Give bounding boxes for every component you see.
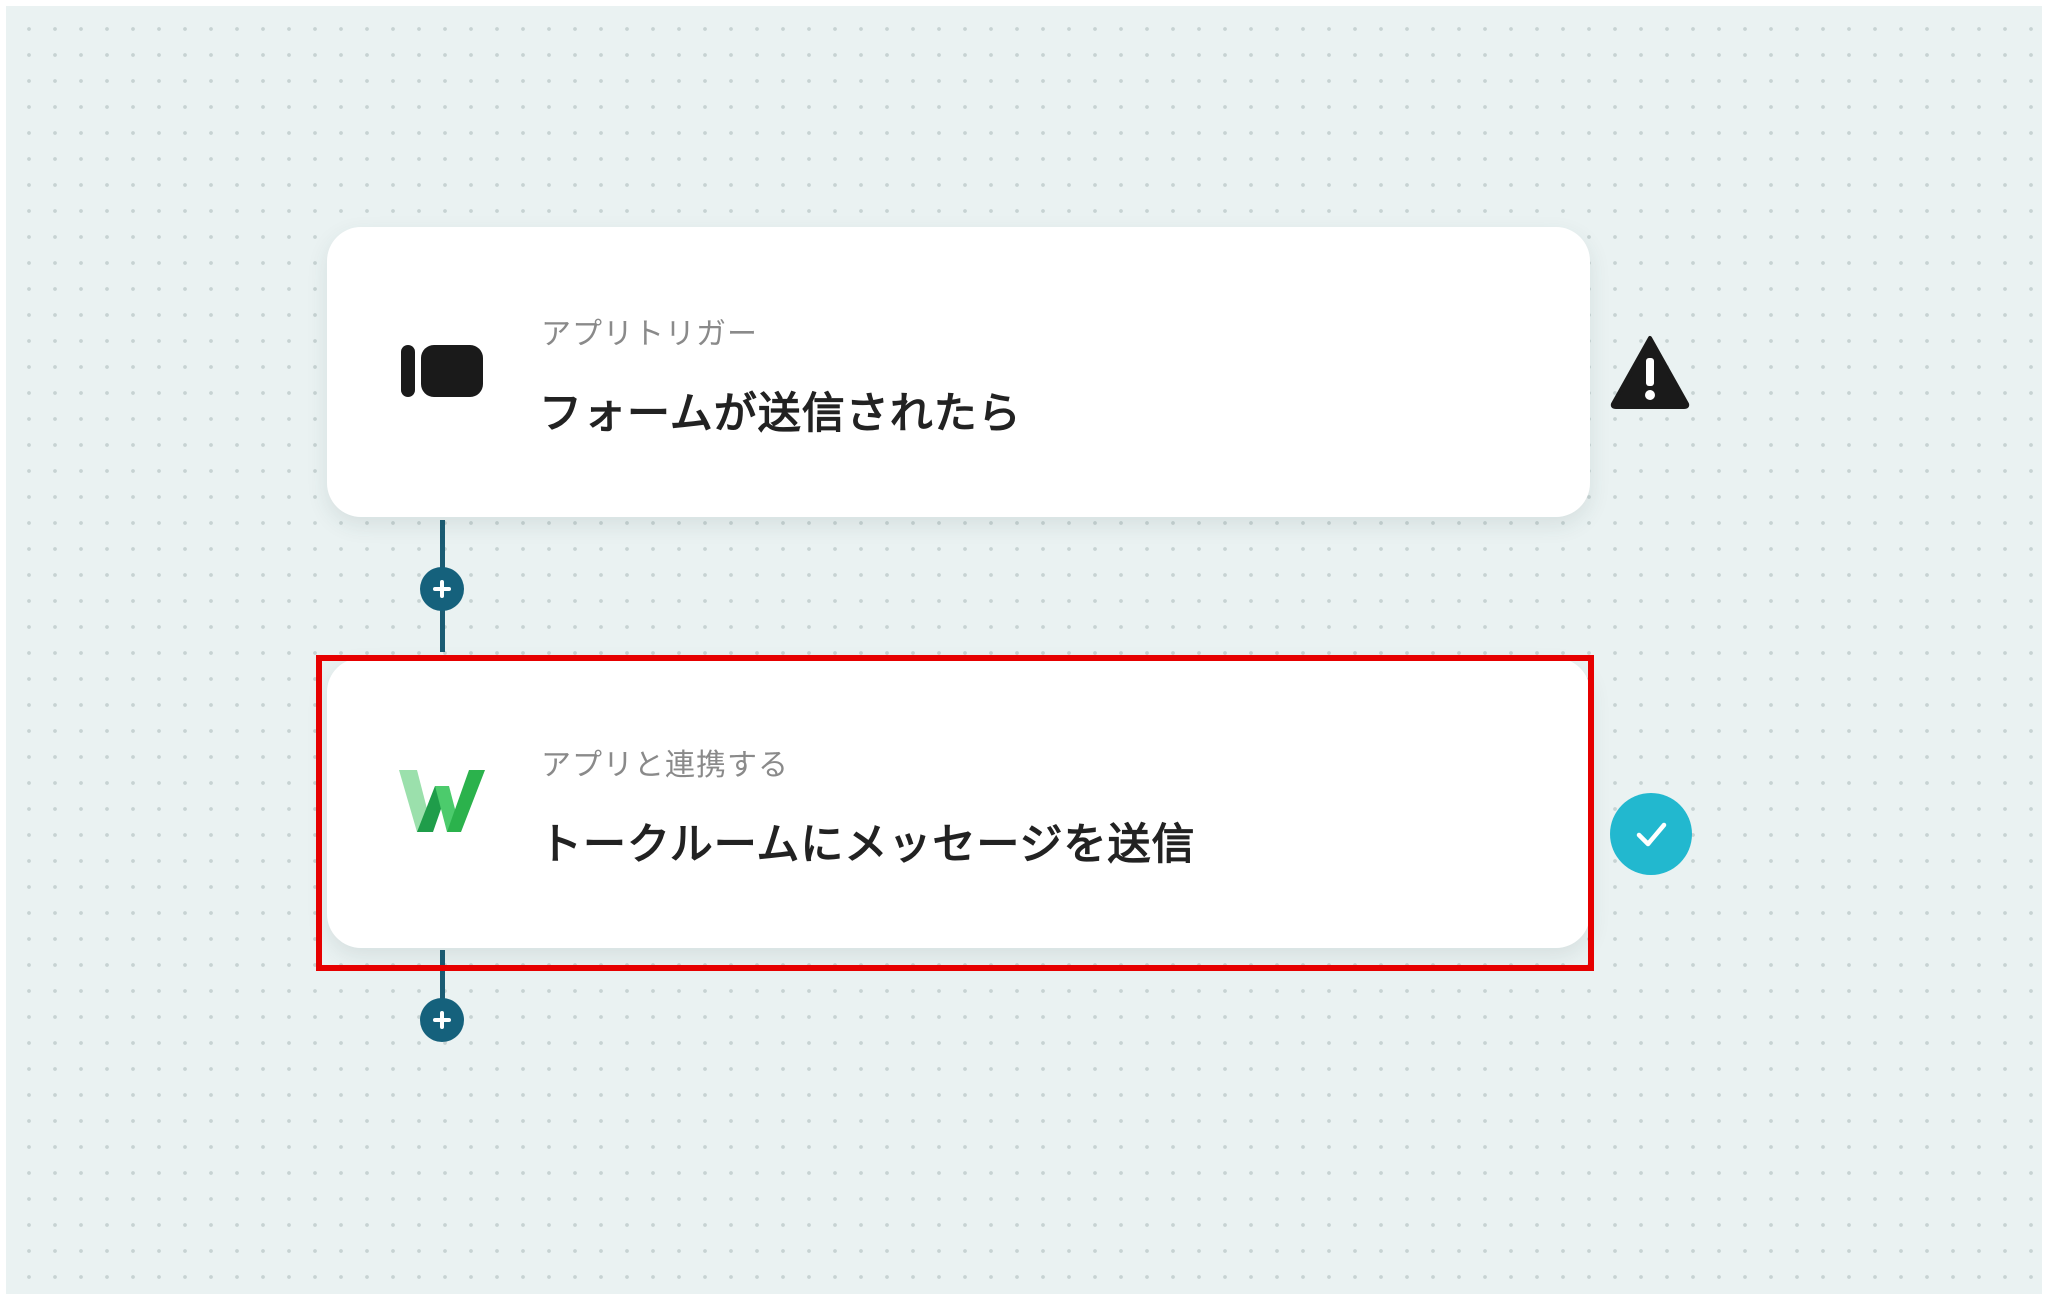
action-step-card[interactable]: アプリと連携する トークルームにメッセージを送信 <box>327 658 1590 948</box>
add-step-button[interactable] <box>420 567 464 611</box>
highlight-frame <box>316 655 1594 971</box>
plus-icon <box>433 580 451 598</box>
step-title: トークルームにメッセージを送信 <box>539 820 1196 870</box>
trigger-step-card[interactable]: アプリトリガー フォームが送信されたら <box>327 227 1590 517</box>
lineworks-w-icon <box>399 766 485 838</box>
connector-line <box>440 950 445 1020</box>
step-title: フォームが送信されたら <box>539 389 1022 439</box>
step-type-label: アプリと連携する <box>541 748 789 783</box>
completed-check-icon[interactable] <box>1610 793 1692 875</box>
flow-canvas: アプリトリガー フォームが送信されたら アプリと連携する トークルームにメッセー… <box>6 6 2042 1294</box>
form-app-icon <box>399 335 485 407</box>
warning-icon[interactable] <box>1610 334 1690 410</box>
step-type-label: アプリトリガー <box>541 317 758 352</box>
plus-icon <box>433 1011 451 1029</box>
add-step-button[interactable] <box>420 998 464 1042</box>
